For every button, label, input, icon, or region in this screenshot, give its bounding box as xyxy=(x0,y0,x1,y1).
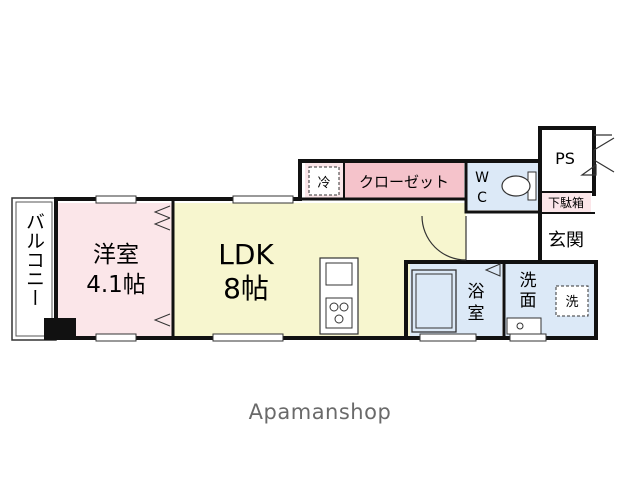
washer-space xyxy=(555,285,589,317)
walls xyxy=(54,126,598,340)
balcony-area xyxy=(11,197,57,341)
closet-area xyxy=(344,163,464,199)
western-room-name: 洋室 xyxy=(93,242,139,268)
closet-markers xyxy=(153,205,171,327)
toilet xyxy=(501,171,537,201)
bath-label-1: 浴 xyxy=(468,282,485,302)
ps-label: PS xyxy=(555,149,575,168)
balcony-label: バルコニー xyxy=(23,212,45,307)
washroom-label-2: 面 xyxy=(520,291,537,311)
bathtub xyxy=(411,263,501,333)
shoe-box-area xyxy=(541,192,591,212)
washer-label: 洗 xyxy=(565,295,578,310)
western-room-size: 4.1帖 xyxy=(86,272,146,298)
bath-label-2: 室 xyxy=(468,304,485,324)
entrance-area xyxy=(541,214,591,262)
door-swings xyxy=(421,134,615,261)
balcony-rail xyxy=(15,201,53,337)
kitchen-counter xyxy=(319,257,359,335)
wc-label-c: C xyxy=(477,190,487,206)
washroom-label-1: 洗 xyxy=(520,271,537,291)
brand-logo: Apamanshop xyxy=(248,400,392,424)
hall-area xyxy=(466,212,538,260)
western-room xyxy=(58,203,173,336)
wc-label-w: W xyxy=(475,170,489,186)
ldk-name: LDK xyxy=(218,238,274,271)
fridge-box xyxy=(308,166,340,196)
fridge-label: 冷 xyxy=(317,176,330,191)
closet-label: クローゼット xyxy=(359,173,449,191)
ps-box xyxy=(540,130,590,191)
washbasin xyxy=(506,317,542,335)
entrance-label: 玄関 xyxy=(548,230,584,251)
windows xyxy=(95,195,547,342)
shoe-box-label: 下駄箱 xyxy=(548,195,584,210)
ldk-size: 8帖 xyxy=(223,272,269,305)
pillar xyxy=(44,318,76,340)
